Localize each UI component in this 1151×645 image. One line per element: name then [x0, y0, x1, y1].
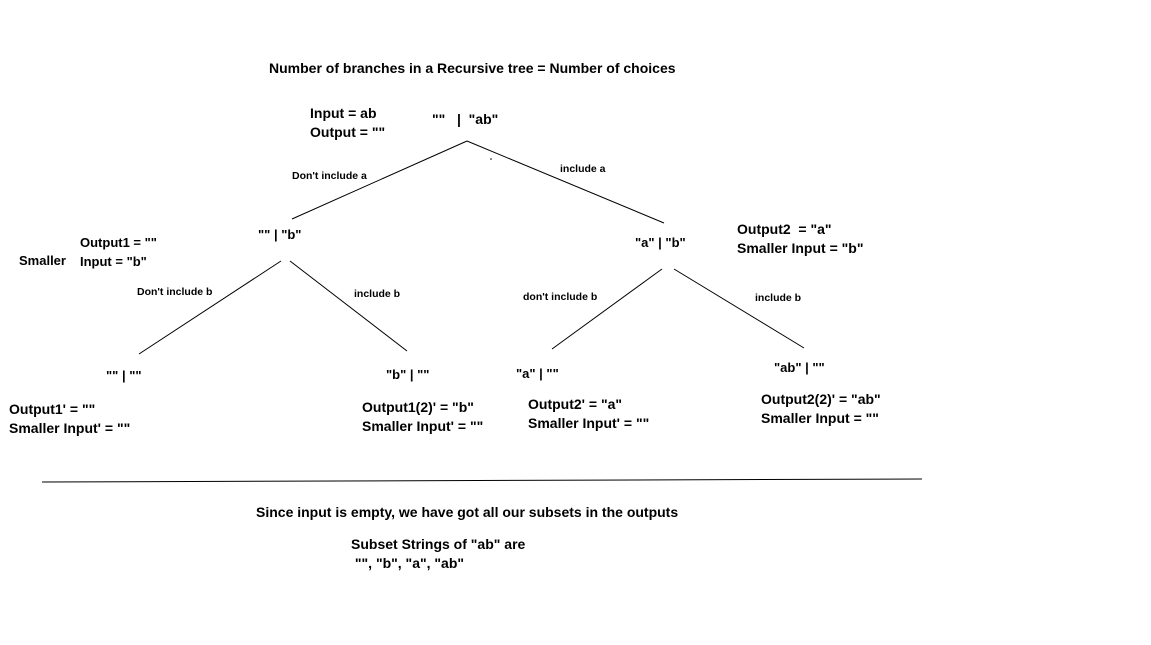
edge-left-right [289, 260, 408, 352]
left-node-input: Input = "b" [80, 254, 147, 269]
edge-label-dont-include-b-left: Don't include b [137, 286, 213, 298]
right-node-input: Smaller Input = "b" [737, 240, 864, 256]
stray-dot [490, 158, 492, 160]
right-node-state: "a" | "b" [635, 235, 686, 250]
edge-label-include-b-right: include b [755, 292, 802, 304]
subsets-list: "", "b", "a", "ab" [351, 555, 465, 571]
leaf-2-input: Smaller Input' = "" [362, 418, 484, 434]
right-node-output: Output2 = "a" [737, 221, 832, 237]
left-node-state: "" | "b" [258, 227, 302, 242]
leaf-1-state: "" | "" [106, 368, 142, 383]
leaf-3-state: "a" | "" [516, 366, 559, 381]
left-node-smaller-label: Smaller [19, 253, 66, 268]
leaf-3-input: Smaller Input' = "" [528, 415, 650, 431]
leaf-4-state: "ab" | "" [774, 360, 825, 375]
root-output-label: Output = "" [310, 124, 386, 140]
edge-right-left [551, 268, 663, 350]
root-input-label: Input = ab [310, 105, 377, 121]
edge-left-left [138, 260, 282, 355]
subsets-heading: Subset Strings of "ab" are [351, 536, 526, 552]
leaf-3-output: Output2' = "a" [528, 396, 623, 412]
leaf-2-state: "b" | "" [386, 367, 430, 382]
leaf-2-output: Output1(2)' = "b" [362, 399, 474, 415]
edge-root-right [466, 140, 665, 224]
left-node-output: Output1 = "" [80, 235, 157, 250]
root-state: "" | "ab" [432, 111, 499, 127]
edge-label-dont-include-a: Don't include a [292, 170, 367, 182]
edge-right-right [673, 268, 805, 349]
edge-label-include-a: include a [560, 163, 606, 175]
separator-line [41, 478, 923, 483]
leaf-4-output: Output2(2)' = "ab" [761, 391, 881, 407]
conclusion-text: Since input is empty, we have got all ou… [256, 504, 679, 520]
leaf-4-input: Smaller Input = "" [761, 410, 879, 426]
edge-label-include-b-left: include b [354, 288, 401, 300]
leaf-1-output: Output1' = "" [9, 401, 96, 417]
diagram-title: Number of branches in a Recursive tree =… [269, 60, 676, 76]
leaf-1-input: Smaller Input' = "" [9, 420, 131, 436]
edge-label-dont-include-b-right: don't include b [523, 291, 598, 303]
edge-root-left [291, 140, 468, 220]
